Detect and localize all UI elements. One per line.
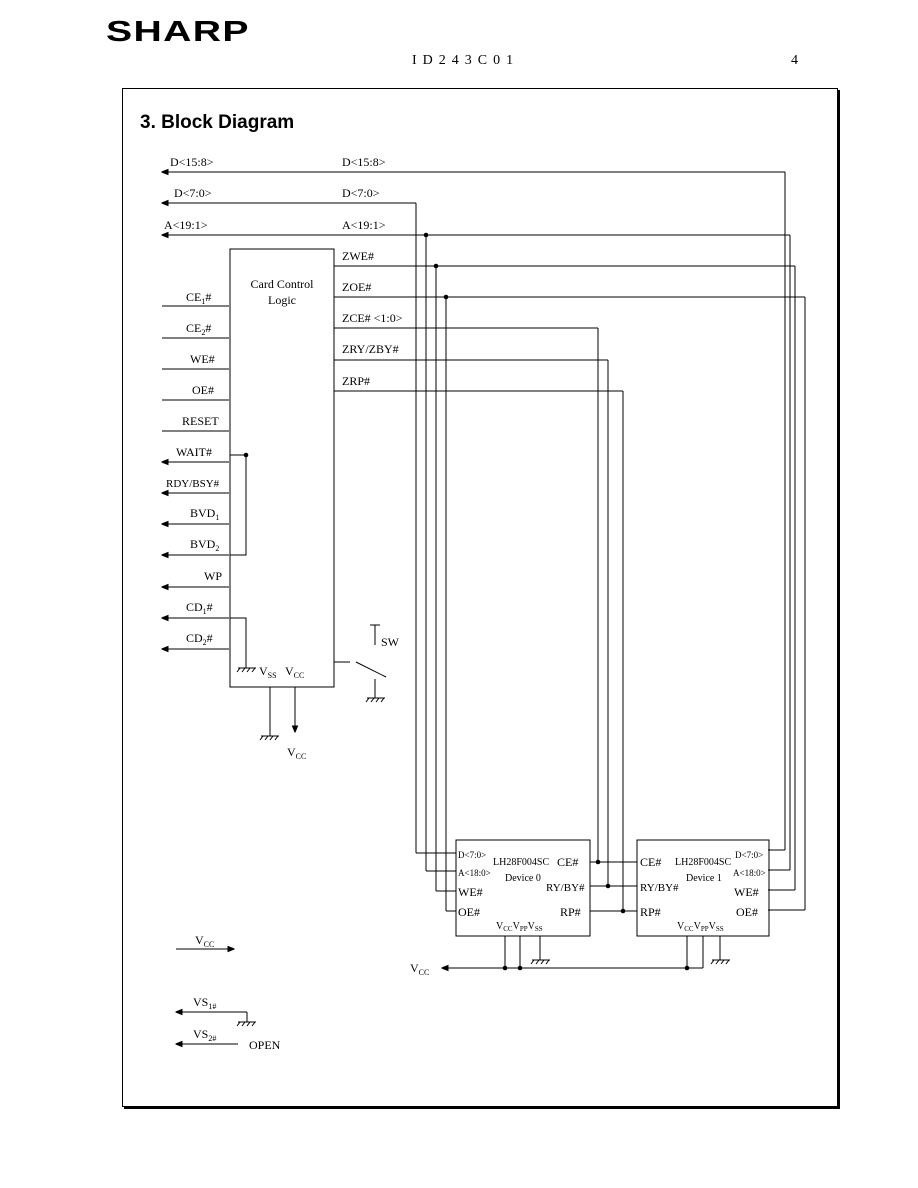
dev1-pin-ry: RY/BY# bbox=[640, 882, 679, 894]
label-ce1: CE1# bbox=[186, 290, 211, 306]
label-devices-vcc: VCC bbox=[410, 961, 429, 977]
dev1-pin-rp: RP# bbox=[640, 905, 661, 919]
dev1-part: LH28F004SC bbox=[675, 857, 731, 868]
label-zoe: ZOE# bbox=[342, 280, 371, 294]
dev1-power: VCCVPPVSS bbox=[677, 921, 724, 933]
label-rdybsy: RDY/BSY# bbox=[166, 478, 220, 490]
label-wait: WAIT# bbox=[176, 445, 212, 459]
dev1-pin-d: D<7:0> bbox=[735, 850, 763, 860]
label-bvd1: BVD1 bbox=[190, 506, 219, 522]
dev1-name: Device 1 bbox=[686, 873, 722, 884]
label-reset: RESET bbox=[182, 414, 219, 428]
dev0-pin-oe: OE# bbox=[458, 905, 480, 919]
dev0-pin-ce: CE# bbox=[557, 855, 578, 869]
label-bvd2: BVD2 bbox=[190, 537, 219, 553]
label-block-vss: VSS bbox=[259, 664, 277, 680]
device-0-block bbox=[455, 839, 591, 937]
dev1-pin-we: WE# bbox=[734, 885, 759, 899]
label-vs2: VS2# bbox=[193, 1027, 216, 1043]
label-zrp: ZRP# bbox=[342, 374, 370, 388]
label-we: WE# bbox=[190, 352, 215, 366]
dev0-pin-rp: RP# bbox=[560, 905, 581, 919]
label-addr-right: A<19:1> bbox=[342, 218, 386, 232]
section-title: 3. Block Diagram bbox=[140, 112, 295, 133]
dev1-pin-a: A<18:0> bbox=[733, 868, 766, 878]
label-vcc-bottom: VCC bbox=[195, 933, 214, 949]
label-block-vcc-out: VCC bbox=[287, 745, 306, 761]
label-d-high-left: D<15:8> bbox=[170, 155, 214, 169]
label-vs1: VS1# bbox=[193, 995, 216, 1011]
dev0-pin-ry: RY/BY# bbox=[546, 882, 585, 894]
label-zwe: ZWE# bbox=[342, 249, 374, 263]
label-wp: WP bbox=[204, 569, 222, 583]
logic-title: Card Control bbox=[251, 277, 315, 291]
dev1-pin-ce: CE# bbox=[640, 855, 661, 869]
page-number: 4 bbox=[791, 53, 798, 68]
diagram-frame bbox=[122, 88, 838, 1107]
label-cd1: CD1# bbox=[186, 600, 213, 616]
label-d-high-right: D<15:8> bbox=[342, 155, 386, 169]
label-addr-left: A<19:1> bbox=[164, 218, 208, 232]
dev0-pin-d: D<7:0> bbox=[458, 850, 486, 860]
label-open: OPEN bbox=[249, 1038, 281, 1052]
label-block-vcc: VCC bbox=[285, 664, 304, 680]
logic-title-2: Logic bbox=[268, 293, 296, 307]
document-id: ID243C01 bbox=[412, 53, 520, 68]
label-zry: ZRY/ZBY# bbox=[342, 342, 399, 356]
label-oe: OE# bbox=[192, 383, 214, 397]
dev0-pin-we: WE# bbox=[458, 885, 483, 899]
card-control-logic-block bbox=[229, 248, 335, 688]
label-ce2: CE2# bbox=[186, 321, 211, 337]
label-cd2: CD2# bbox=[186, 631, 213, 647]
dev0-power: VCCVPPVSS bbox=[496, 921, 543, 933]
dev0-name: Device 0 bbox=[505, 873, 541, 884]
label-sw: SW bbox=[381, 635, 400, 649]
label-d-low-left: D<7:0> bbox=[174, 186, 212, 200]
dev0-pin-a: A<18:0> bbox=[458, 868, 491, 878]
label-d-low-right: D<7:0> bbox=[342, 186, 380, 200]
dev0-part: LH28F004SC bbox=[493, 857, 549, 868]
sharp-logo: SHARP bbox=[106, 16, 250, 48]
label-zce: ZCE# <1:0> bbox=[342, 311, 403, 325]
dev1-pin-oe: OE# bbox=[736, 905, 758, 919]
